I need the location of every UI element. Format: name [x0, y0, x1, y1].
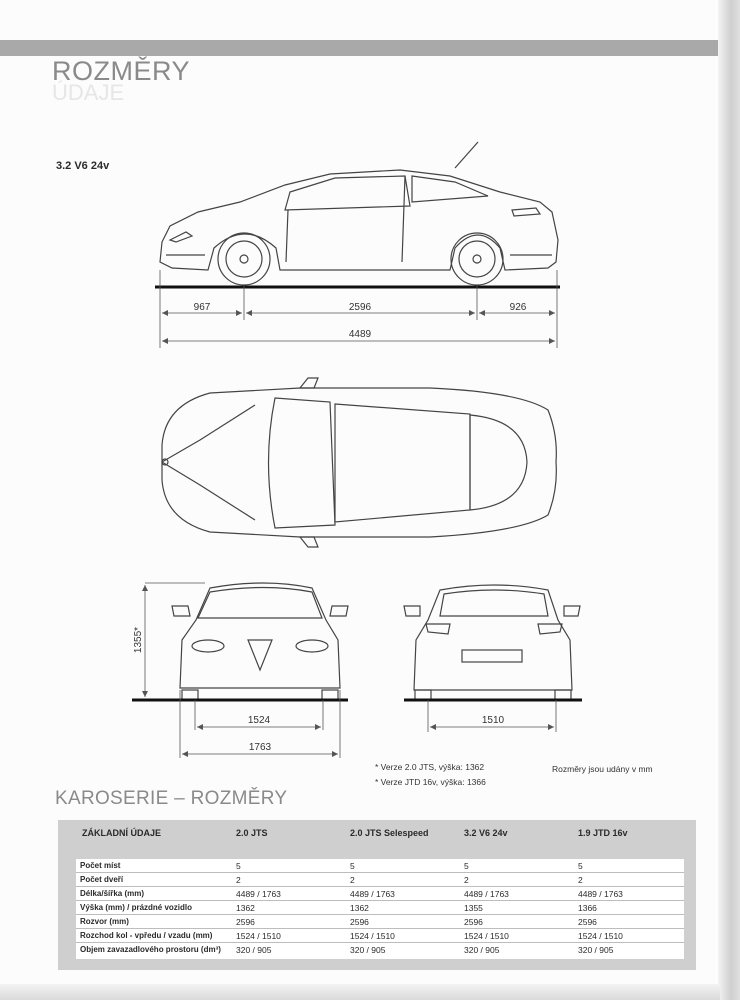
- table-cell: 2596: [350, 917, 369, 927]
- column-header-3: 3.2 V6 24v: [464, 828, 508, 838]
- car-body-top: [161, 387, 557, 538]
- row-divider: [76, 872, 684, 873]
- table-cell: 320 / 905: [350, 945, 386, 955]
- table-cell: 5: [236, 861, 241, 871]
- table-cell: 2596: [236, 917, 255, 927]
- row-divider: [76, 942, 684, 943]
- side-window: [284, 175, 411, 211]
- license-plate: [461, 649, 523, 663]
- windshield-top: [267, 397, 336, 529]
- rear-view-drawing: 1510: [403, 584, 582, 732]
- table-cell: 2: [578, 875, 583, 885]
- mirror-left-rear: [403, 605, 421, 617]
- mirror-left-front: [171, 605, 191, 617]
- note-jtd-height: * Verze JTD 16v, výška: 1366: [375, 777, 486, 787]
- car-body-rear: [413, 584, 573, 691]
- column-header-2: 2.0 JTS Selespeed: [350, 828, 429, 838]
- rear-overhang-label: 926: [510, 302, 527, 313]
- table-header-label: ZÁKLADNÍ ÚDAJE: [82, 828, 162, 838]
- note-jts-height: * Verze 2.0 JTS, výška: 1362: [375, 762, 485, 772]
- table-cell: 2: [464, 875, 469, 885]
- car-body-front: [179, 582, 341, 689]
- row-label: Objem zavazadlového prostoru (dm³): [80, 945, 221, 954]
- page-edge-shadow: [718, 0, 740, 1000]
- row-label: Délka/šířka (mm): [80, 889, 145, 898]
- roof-top: [334, 403, 471, 523]
- table-cell: 4489 / 1763: [578, 889, 623, 899]
- section-title: KAROSERIE – ROZMĚRY: [55, 788, 288, 809]
- table-cell: 2: [236, 875, 241, 885]
- table-cell: 2596: [578, 917, 597, 927]
- row-label: Rozvor (mm): [80, 917, 129, 926]
- headlight-left: [191, 639, 225, 653]
- table-cell: 1362: [236, 903, 255, 913]
- table-cell: 320 / 905: [236, 945, 272, 955]
- row-divider: [76, 886, 684, 887]
- table-cell: 320 / 905: [578, 945, 614, 955]
- wheelbase-label: 2596: [349, 302, 372, 313]
- front-view-drawing: 1355* 1524 1763: [132, 582, 349, 758]
- height-label: 1355*: [133, 627, 144, 653]
- table-cell: 2: [350, 875, 355, 885]
- row-label: Počet dveří: [80, 875, 124, 884]
- side-view-drawing: 967 2596 926 4489: [155, 141, 560, 348]
- header-bar: [0, 40, 720, 56]
- rear-wheel: [450, 232, 504, 286]
- overall-length-label: 4489: [349, 329, 372, 340]
- page-ghost-title: ÚDAJE: [52, 80, 125, 105]
- grille-shield: [247, 639, 273, 672]
- row-label: Výška (mm) / prázdné vozidlo: [80, 903, 193, 912]
- overall-width-label: 1763: [249, 742, 272, 753]
- row-divider: [76, 928, 684, 929]
- table-cell: 320 / 905: [464, 945, 500, 955]
- column-header-1: 2.0 JTS: [236, 828, 268, 838]
- mirror-right-front: [329, 605, 349, 617]
- model-label: 3.2 V6 24v: [56, 160, 110, 172]
- table-cell: 5: [350, 861, 355, 871]
- front-wheel: [217, 232, 271, 286]
- table-cell: 4489 / 1763: [464, 889, 509, 899]
- antenna: [454, 141, 479, 169]
- front-windshield: [197, 586, 323, 619]
- row-label: Rozchod kol - vpředu / vzadu (mm): [80, 931, 213, 940]
- row-divider: [76, 900, 684, 901]
- table-cell: 4489 / 1763: [350, 889, 395, 899]
- rear-side-window: [411, 175, 489, 203]
- front-overhang-label: 967: [194, 302, 211, 313]
- units-note: Rozměry jsou udány v mm: [552, 764, 653, 774]
- table-cell: 1524 / 1510: [350, 931, 395, 941]
- rear-window-top: [469, 414, 528, 511]
- table-cell: 1355: [464, 903, 483, 913]
- table-cell: 1366: [578, 903, 597, 913]
- mirror-right: [298, 536, 319, 548]
- mirror-right-rear: [563, 605, 581, 617]
- page-bottom-shadow: [0, 984, 720, 1000]
- table-cell: 1524 / 1510: [464, 931, 509, 941]
- row-label: Počet míst: [80, 861, 121, 870]
- table-cell: 4489 / 1763: [236, 889, 281, 899]
- row-divider: [76, 914, 684, 915]
- table-cell: 5: [464, 861, 469, 871]
- rear-window: [439, 589, 549, 617]
- front-track-label: 1524: [248, 715, 271, 726]
- table-cell: 5: [578, 861, 583, 871]
- table-cell: 1524 / 1510: [578, 931, 623, 941]
- top-view-drawing: [161, 377, 557, 548]
- car-body-side: [159, 169, 559, 271]
- table-cell: 1362: [350, 903, 369, 913]
- column-header-4: 1.9 JTD 16v: [578, 828, 628, 838]
- rear-track-label: 1510: [482, 715, 505, 726]
- headlight-right: [295, 639, 329, 653]
- table-body: Počet míst 5 5 5 5 Počet dveří 2 2 2 2 D…: [76, 859, 684, 959]
- page-title: ROZMĚRY: [52, 56, 191, 86]
- mirror-left: [298, 377, 319, 389]
- table-cell: 2596: [464, 917, 483, 927]
- specs-table: ZÁKLADNÍ ÚDAJE 2.0 JTS 2.0 JTS Selespeed…: [58, 820, 696, 970]
- table-cell: 1524 / 1510: [236, 931, 281, 941]
